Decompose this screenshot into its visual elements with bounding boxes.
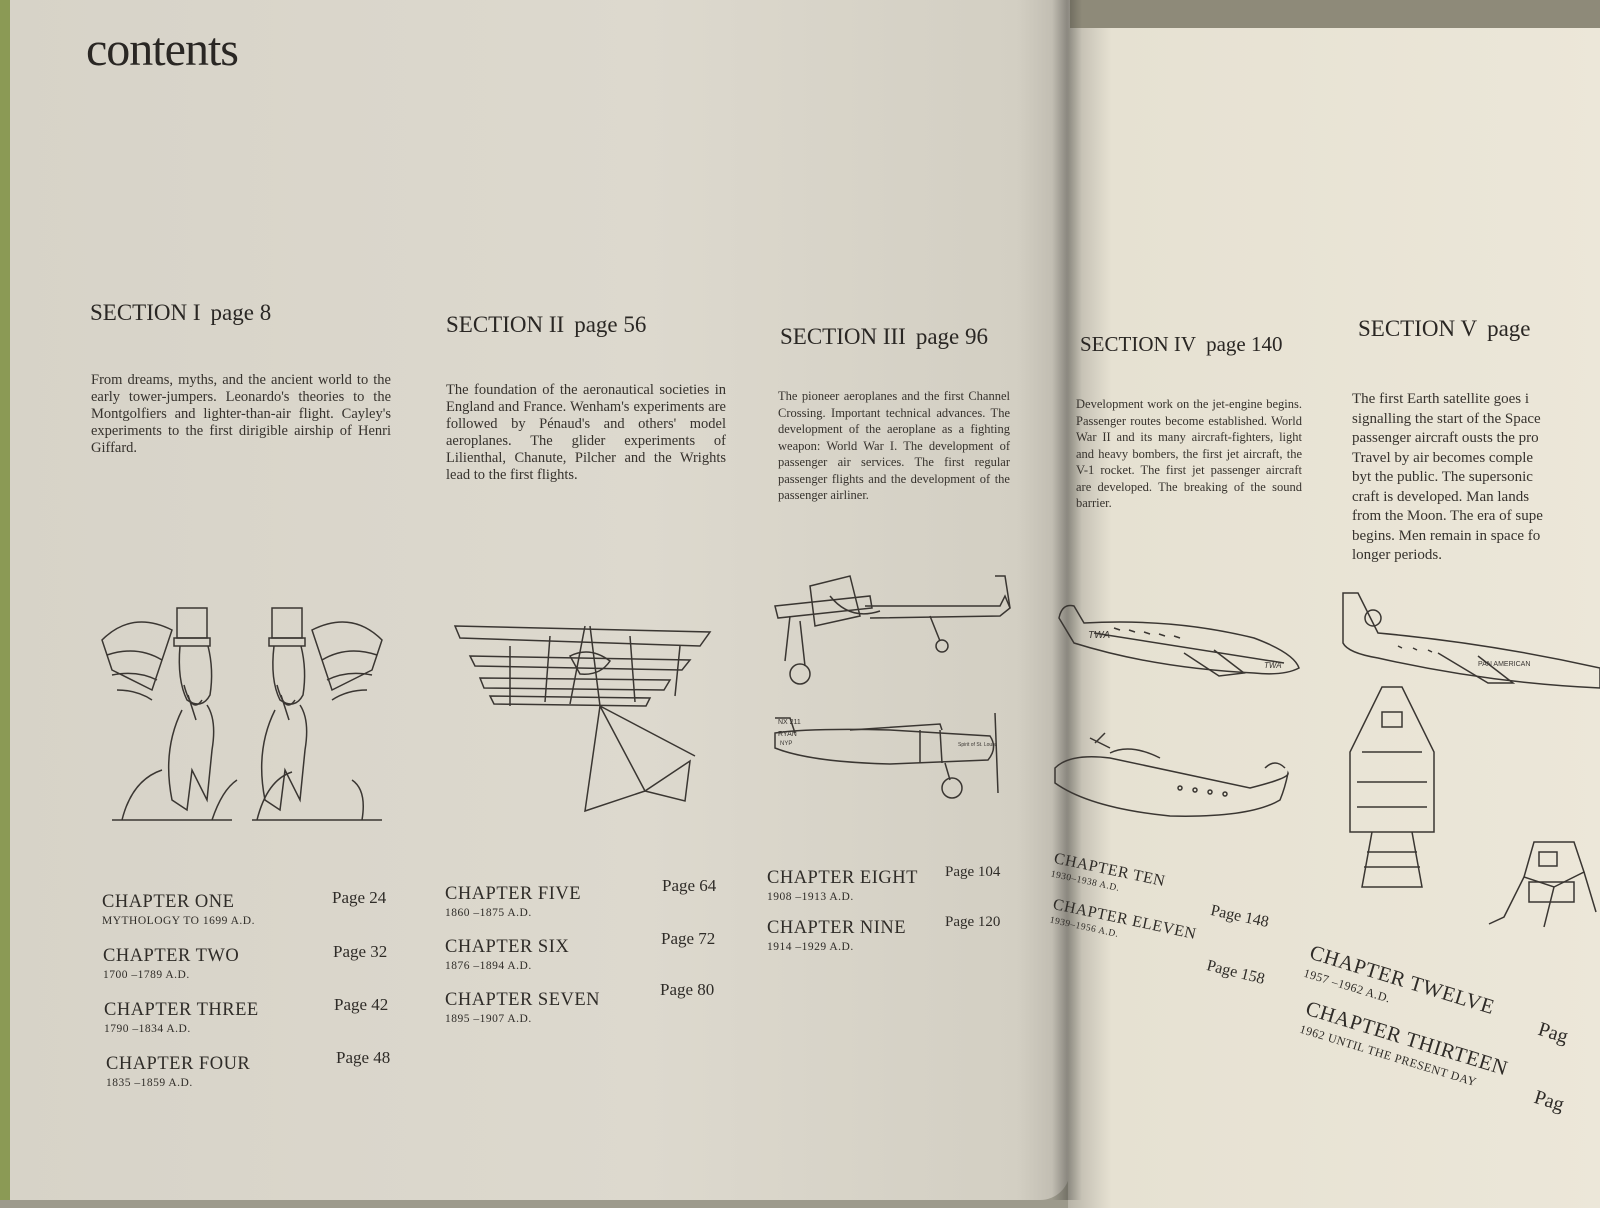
space-capsule-icon — [1349, 686, 1435, 888]
page-title: contents — [86, 23, 239, 76]
chapter-page: Page 72 — [661, 929, 716, 948]
chapter-dates: 1700 –1789 A.D. — [103, 969, 190, 981]
section-label: SECTION III — [780, 324, 906, 349]
twa-airliner-icon: TWA TWA — [1058, 604, 1300, 677]
left-page — [10, 0, 1070, 1200]
section-illustration-5a: PAN AMERICAN — [1338, 588, 1600, 698]
section-illustration-4a: TWA TWA — [1054, 598, 1304, 693]
description-line: The first Earth satellite goes i — [1352, 391, 1530, 407]
chapter-entry[interactable]: CHAPTER TWO 1700 –1789 A.D. — [103, 946, 239, 981]
section-label: SECTION II — [446, 312, 565, 337]
section-page: page 8 — [210, 300, 272, 325]
twa-marking-nose: TWA — [1264, 661, 1282, 670]
ryan-name: RYAN — [778, 731, 797, 738]
chapter-page: Page 48 — [336, 1048, 391, 1067]
section-illustration-3b: NX 211 RYAN NYP Spirit of St. Louis — [770, 708, 1005, 803]
section-label: SECTION IV — [1080, 332, 1197, 356]
chapter-page: Page 80 — [660, 980, 715, 999]
description-line: byt the public. The supersonic — [1352, 469, 1533, 485]
chapter-page: Page 32 — [333, 942, 388, 961]
section-illustration-4b — [1050, 728, 1295, 838]
description-line: begins. Men remain in space fo — [1352, 527, 1541, 544]
chapter-page: Page 104 — [945, 864, 1001, 880]
section-heading-1: SECTION I page 8 — [90, 300, 271, 326]
multiplane-glider-icon — [453, 625, 712, 813]
chapter-title: CHAPTER NINE — [767, 918, 907, 938]
description-line: signalling the start of the Space — [1352, 410, 1541, 427]
description-line: longer periods. — [1352, 547, 1442, 563]
section-heading-5: SECTION V page — [1358, 316, 1530, 342]
description-line: from the Moon. The era of supe — [1352, 508, 1543, 524]
chapter-dates: 1914 –1929 A.D. — [767, 941, 854, 953]
pan-american-marking: PAN AMERICAN — [1478, 661, 1530, 668]
flying-boat-icon — [1054, 732, 1289, 817]
chapter-page: Page 24 — [332, 888, 387, 907]
description-line: Travel by air becomes comple — [1352, 449, 1534, 466]
section-description-2: The foundation of the aeronautical socie… — [446, 382, 726, 483]
section-page: page 96 — [915, 324, 989, 349]
chapter-title: CHAPTER THREE — [104, 1000, 259, 1020]
winged-sphinx-relief-icon — [101, 607, 383, 821]
ryan-code: NYP — [780, 741, 792, 747]
chapter-entry[interactable]: CHAPTER FOUR 1835 –1859 A.D. — [106, 1054, 250, 1089]
section-illustration-5c — [1484, 832, 1600, 942]
description-line: passenger aircraft ousts the pro — [1352, 430, 1539, 446]
chapter-page: Page 120 — [945, 914, 1001, 930]
section-illustration-2 — [450, 616, 720, 816]
ryan-registration: NX 211 — [778, 719, 801, 726]
section-label: SECTION V — [1358, 316, 1478, 341]
book-gutter — [1052, 0, 1082, 1200]
section-label: SECTION I — [90, 300, 201, 325]
right-page — [1068, 28, 1600, 1208]
chapter-page: Page 64 — [662, 876, 717, 895]
chapter-title: CHAPTER SIX — [445, 937, 570, 957]
section-heading-3: SECTION III page 96 — [780, 324, 988, 350]
chapter-title: CHAPTER ONE — [102, 892, 235, 912]
section-page: page 56 — [574, 312, 647, 337]
chapter-entry[interactable]: CHAPTER EIGHT 1908 –1913 A.D. — [767, 868, 918, 903]
twa-marking-tail: TWA — [1088, 630, 1110, 641]
ryan-monoplane-icon: NX 211 RYAN NYP Spirit of St. Louis — [774, 712, 999, 799]
ryan-nose-text: Spirit of St. Louis — [958, 742, 996, 748]
chapter-entry[interactable]: CHAPTER SIX 1876 –1894 A.D. — [445, 937, 569, 972]
chapter-title: CHAPTER FIVE — [445, 884, 582, 904]
bleriot-monoplane-icon — [774, 575, 1011, 685]
lunar-module-icon — [1488, 841, 1597, 928]
pan-american-jet-icon: PAN AMERICAN — [1342, 592, 1600, 689]
section-page: page 140 — [1206, 332, 1283, 356]
chapter-dates: 1895 –1907 A.D. — [445, 1013, 532, 1025]
chapter-entry[interactable]: CHAPTER ONE MYTHOLOGY TO 1699 A.D. — [102, 892, 255, 927]
section-description-4: Development work on the jet-engine begin… — [1076, 397, 1302, 510]
chapter-entry[interactable]: CHAPTER NINE 1914 –1929 A.D. — [767, 918, 906, 953]
chapter-title: CHAPTER EIGHT — [767, 868, 918, 888]
section-page: page — [1487, 316, 1531, 341]
section-illustration-1 — [92, 600, 392, 830]
section-illustration-3a — [770, 566, 1015, 691]
chapter-dates: 1790 –1834 A.D. — [104, 1023, 191, 1035]
chapter-title: CHAPTER SEVEN — [445, 990, 601, 1010]
chapter-title: CHAPTER TWO — [103, 946, 240, 966]
chapter-page: Page 42 — [334, 995, 389, 1014]
chapter-entry[interactable]: CHAPTER THREE 1790 –1834 A.D. — [104, 1000, 259, 1035]
section-description-3: The pioneer aeroplanes and the first Cha… — [778, 389, 1010, 502]
chapter-dates: 1860 –1875 A.D. — [445, 907, 532, 919]
section-heading-4: SECTION IV page 140 — [1080, 332, 1282, 357]
section-illustration-5b — [1342, 682, 1442, 897]
chapter-dates: 1835 –1859 A.D. — [106, 1077, 193, 1089]
chapter-dates: 1876 –1894 A.D. — [445, 960, 532, 972]
chapter-title: CHAPTER FOUR — [106, 1054, 251, 1074]
section-description-1: From dreams, myths, and the ancient worl… — [91, 372, 391, 456]
chapter-entry[interactable]: CHAPTER FIVE 1860 –1875 A.D. — [445, 884, 581, 919]
description-line: craft is developed. Man lands — [1352, 488, 1530, 505]
section-heading-2: SECTION II page 56 — [446, 312, 646, 338]
chapter-dates: MYTHOLOGY TO 1699 A.D. — [102, 915, 255, 927]
chapter-entry[interactable]: CHAPTER SEVEN 1895 –1907 A.D. — [445, 990, 600, 1025]
chapter-dates: 1908 –1913 A.D. — [767, 891, 854, 903]
section-description-5: The first Earth satellite goes i signall… — [1352, 390, 1600, 566]
